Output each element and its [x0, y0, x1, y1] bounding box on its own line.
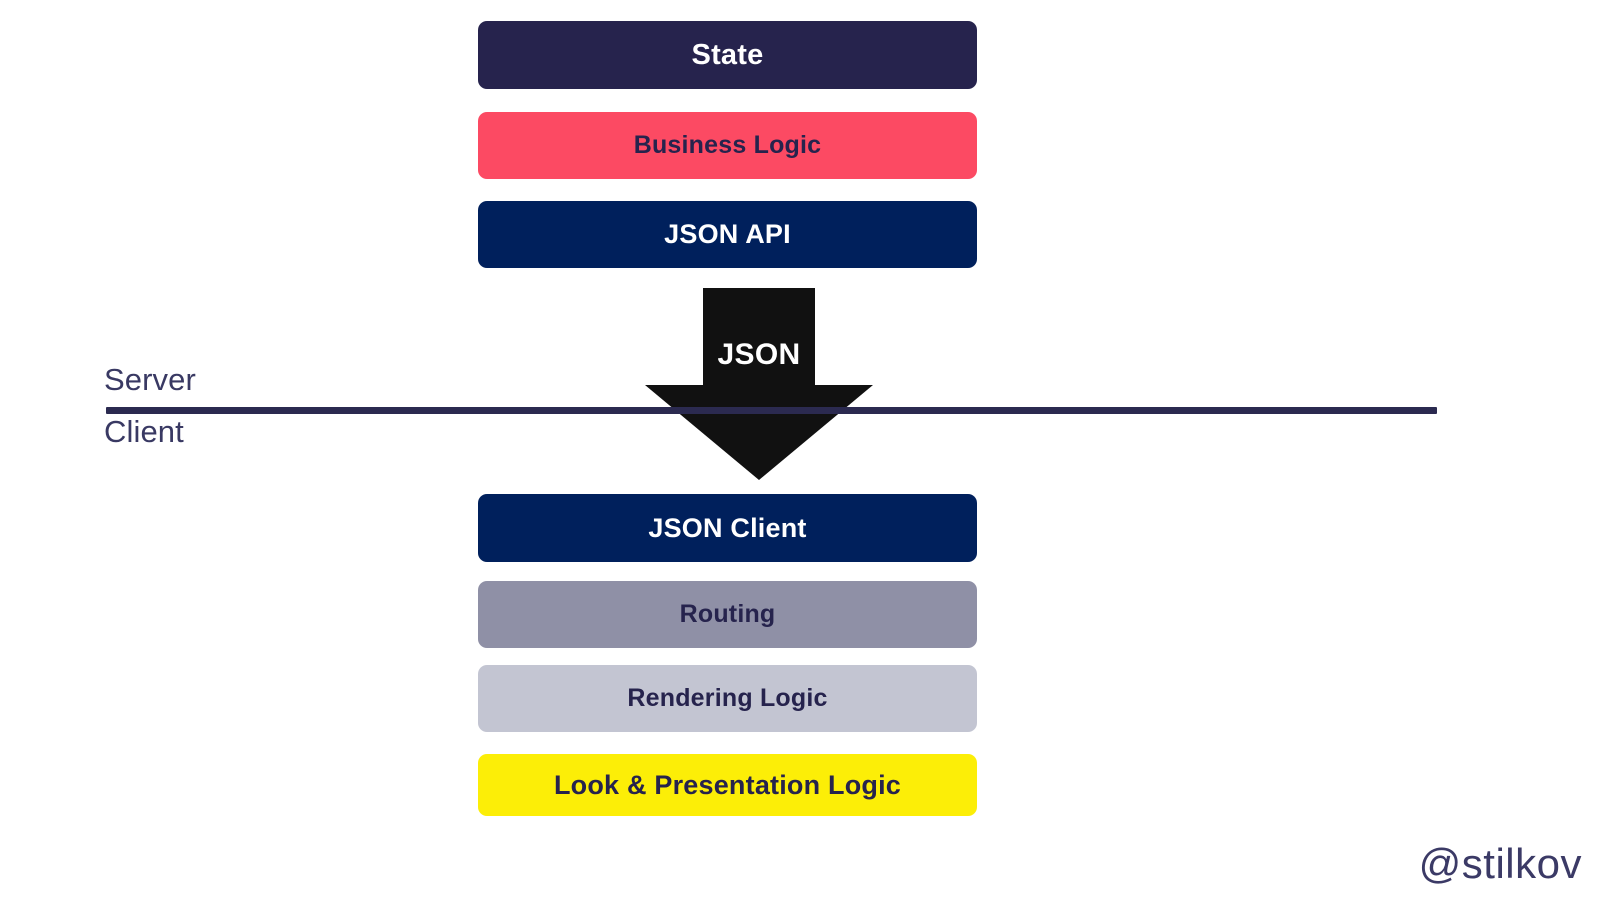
layer-box-business-logic: Business Logic: [478, 112, 977, 179]
server-client-divider: [106, 407, 1437, 414]
layer-label: Business Logic: [633, 131, 822, 159]
json-transfer-arrow: [645, 285, 873, 483]
boundary-label-server: Server: [104, 362, 196, 397]
layer-box-json-api: JSON API: [478, 201, 977, 268]
layer-label: State: [691, 38, 764, 71]
layer-box-state: State: [478, 21, 977, 89]
arrow-down-icon: [645, 288, 873, 480]
boundary-label-client: Client: [104, 414, 184, 449]
layer-label: Routing: [679, 600, 776, 628]
layer-box-routing: Routing: [478, 581, 977, 648]
layer-label: JSON API: [664, 219, 791, 249]
author-handle-watermark: @stilkov: [1418, 840, 1582, 887]
layer-label: Rendering Logic: [627, 684, 828, 712]
layer-box-rendering-logic: Rendering Logic: [478, 665, 977, 732]
layer-label: JSON Client: [648, 512, 807, 543]
layer-box-json-client: JSON Client: [478, 494, 977, 562]
layer-label: Look & Presentation Logic: [553, 769, 902, 800]
layer-box-look-and-presentation-logic: Look & Presentation Logic: [478, 754, 977, 816]
